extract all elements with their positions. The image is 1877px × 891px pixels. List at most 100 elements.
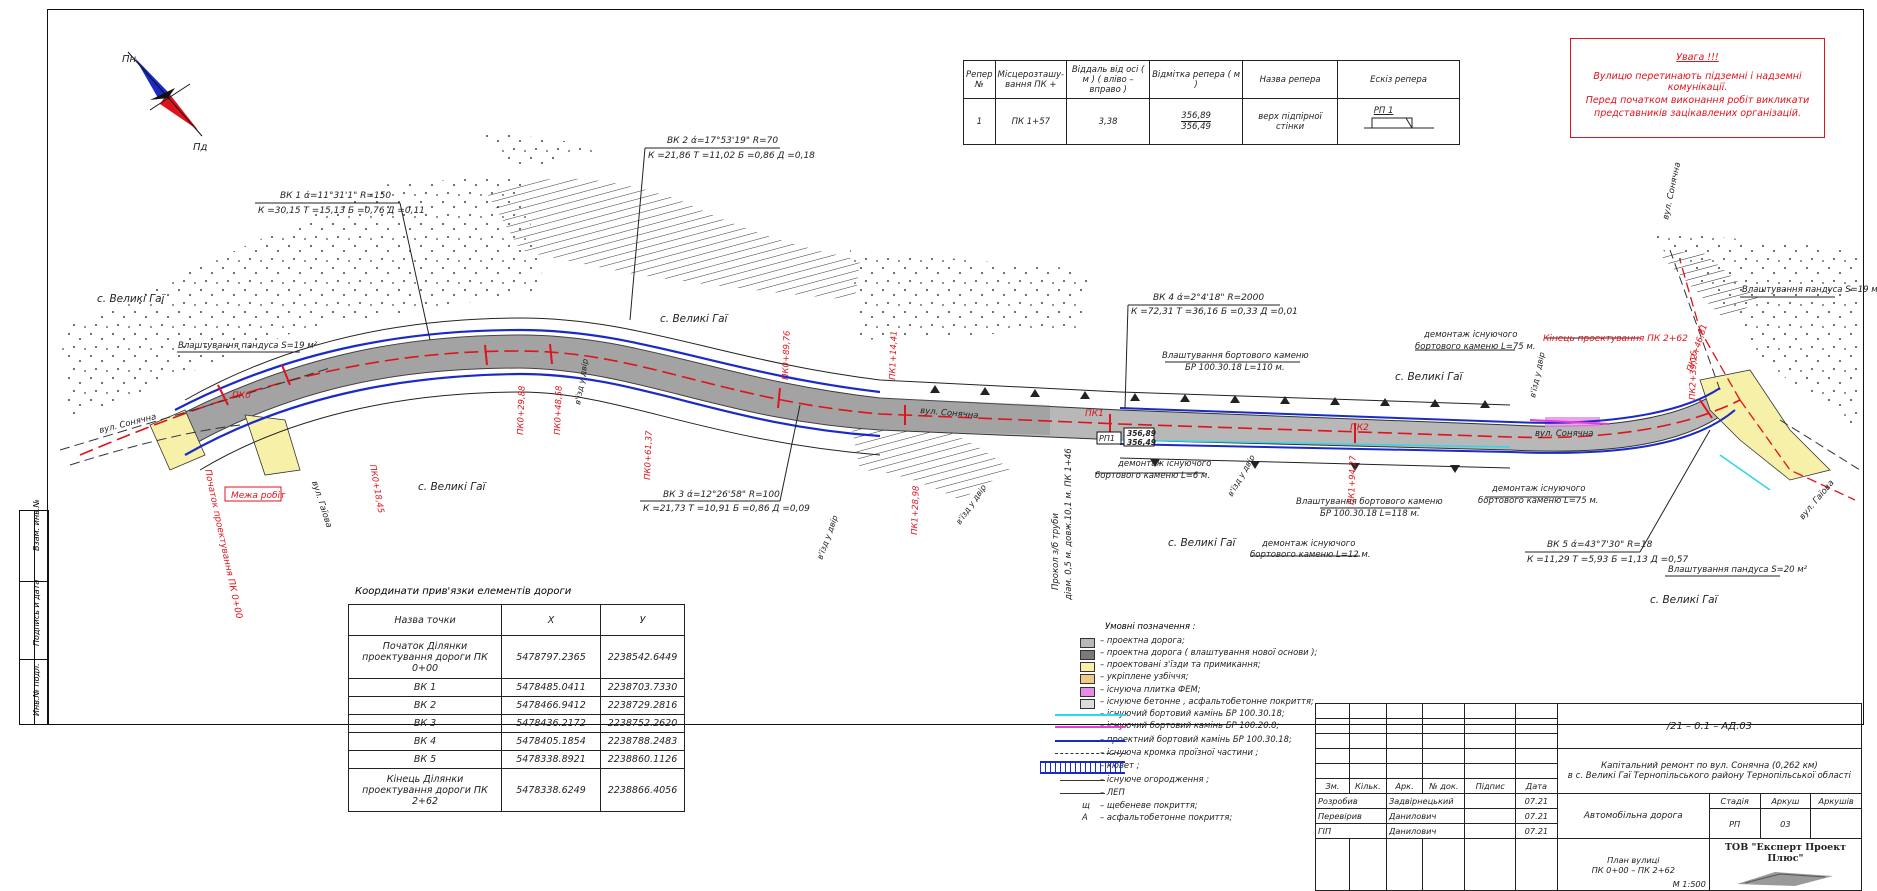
benchmark-box (1096, 431, 1122, 445)
legend-text: – проектний бортовий камінь БР 100.30.18… (1100, 734, 1292, 744)
vk2-line1: ВК 2 ά=17°53'19" R=70 (667, 136, 778, 146)
vk3-line2: К =21,73 Т =10,91 Б =0,86 Д =0,09 (643, 504, 810, 514)
benchmark-table: Репер № Місцерозташу-вання ПК + Віддаль … (963, 60, 1460, 145)
legend-swatch (1080, 687, 1095, 697)
coords-table: Назва точки Х У Початок Ділянки проектув… (348, 604, 685, 812)
pk-label: ПК0+48,58 (553, 385, 565, 435)
person-name: Данилович (1385, 823, 1466, 839)
street-label: вул. Сонячна (98, 412, 157, 436)
legend-item: А – асфальтобетонне покриття; (1080, 812, 1232, 822)
object-name: Капітальний ремонт по вул. Сонячна (0,26… (1556, 748, 1863, 794)
street-label: вул. Гаїова (309, 480, 334, 529)
legend-item: щ– щебеневе покриття; (1080, 800, 1198, 810)
curb-install-label: БР 100.30.18 L=118 м. (1320, 509, 1420, 519)
legend-swatch (1055, 726, 1125, 728)
warning-text: представників зацікавлених організацій. (1594, 108, 1801, 119)
legend-text: – щебеневе покриття; (1100, 800, 1198, 810)
role-label: Розробив (1315, 793, 1387, 809)
demolish-label: демонтаж існуючого (1261, 539, 1355, 549)
warning-title: Увага !!! (1676, 52, 1719, 63)
benchmark-marks (1123, 427, 1155, 447)
yard-entry-label: в'їзд у двір (815, 514, 839, 561)
legend-swatch (1040, 761, 1125, 774)
legend-item: – ЛЕП (1060, 787, 1125, 797)
stage-value: 03 (1759, 808, 1812, 839)
bench-header: Відмітка репера ( м ) (1149, 60, 1244, 99)
demolish-label: бортового каменю L=75 м. (1415, 342, 1535, 352)
legend-item: – кювет ; (1040, 760, 1139, 774)
legend-text: – проектна дорога ( влаштування нової ос… (1100, 647, 1318, 657)
end-project-label: Кінець проектування ПК 2+62 (1543, 334, 1688, 344)
south-label: Пд (193, 142, 208, 153)
bench-mark-bottom: 356,49 (1181, 122, 1211, 132)
table-row: ВК 2 5478466.9412 2238729.2816 (348, 696, 685, 715)
vk1-line2: К =30,15 Т =15,13 Б =0,76 Д =0,11 (258, 206, 425, 216)
legend-text: – існуюча плитка ФЕМ; (1100, 684, 1201, 694)
sheet-title-1: План вулиці (1607, 854, 1660, 865)
pk-label: ПК1+28,98 (910, 485, 922, 535)
coords-cell: 2238866.4056 (600, 768, 685, 812)
table-row: ВК 1 5478485.0411 2238703.7330 (348, 678, 685, 697)
coords-cell: Кінець Ділянки проектування дороги ПК 2+… (348, 768, 502, 812)
object-line-2: в с. Великі Гаї Тернопільського району Т… (1567, 771, 1851, 781)
drawing-code: /21 – 0.1 – АД.03 (1556, 703, 1863, 749)
coords-cell: 5478466.9412 (501, 696, 601, 715)
vk3-line1: ВК 3 ά=12°26'58" R=100 (663, 490, 780, 500)
stage-header: Аркуш (1759, 793, 1812, 809)
road-surface (59, 249, 1861, 501)
col-label: Підпис (1464, 778, 1517, 794)
legend-text: – асфальтобетонне покриття; (1100, 812, 1233, 822)
legend-swatch (1055, 740, 1125, 742)
demolish-label: демонтаж існуючого (1491, 484, 1585, 494)
legend-item: – існуюча плитка ФЕМ; (1080, 684, 1201, 697)
coords-cell: 2238542.6449 (600, 635, 685, 679)
coords-cell: Початок Ділянки проектування дороги ПК 0… (348, 635, 502, 679)
legend-item: – існуюче огородження ; (1060, 774, 1209, 784)
road-plan: Пн Пд РП1 356,89 356,49 ВК 1 ά=11°31'1" … (59, 51, 1877, 620)
pk-label: ПК0+29,88 (516, 385, 528, 435)
legend-item: – існуюче бетонне , асфальтобетонне покр… (1080, 696, 1314, 709)
legend-swatch: А (1082, 812, 1088, 822)
ramp-label: Влаштування пандуса S=20 м² (1668, 565, 1808, 575)
person-name: Данилович (1385, 808, 1466, 824)
sign-date: 07.21 (1515, 793, 1558, 809)
bench-cell: ПК 1+57 (994, 98, 1068, 145)
legend-swatch (1080, 662, 1095, 672)
bench-header: Віддаль від осі ( м ) ( вліво –вправо ) (1066, 60, 1151, 99)
sheet-frame (47, 9, 1864, 725)
sheet-title: План вулиці ПК 0+00 – ПК 2+62 М 1:500 (1556, 838, 1710, 891)
village-label: с. Великі Гаї (1650, 594, 1720, 606)
col-label: Кільк. (1348, 778, 1387, 794)
coords-cell: 5478797.2365 (501, 635, 601, 679)
title-block-table: /21 – 0.1 – АД.03 Капітальний ремонт по … (1315, 703, 1863, 891)
village-label: с. Великі Гаї (660, 313, 730, 325)
demolish-label: бортового каменю L=75 м. (1478, 496, 1598, 506)
legend-text: – існуюче бетонне , асфальтобетонне покр… (1100, 696, 1314, 706)
coords-cell: ВК 1 (348, 678, 502, 697)
pk-label: ПК1+14,41 (888, 330, 900, 380)
table-row: Кінець Ділянки проектування дороги ПК 2+… (348, 768, 685, 812)
role-label: ГІП (1315, 823, 1387, 839)
legend-item: – проектний бортовий камінь БР 100.30.18… (1055, 734, 1292, 744)
vk5-line2: К =11,29 Т =5,93 Б =1,13 Д =0,57 (1527, 555, 1688, 565)
north-label: Пн (122, 54, 137, 65)
pk-label: ПК0+89,76 (781, 330, 793, 380)
street-label: вул. Сонячна (1535, 429, 1593, 439)
sign-date: 07.21 (1515, 808, 1558, 824)
role-label: Перевірив (1315, 808, 1387, 824)
coords-title: Координати прив'язки елементів дороги (355, 586, 572, 597)
legend-item: – укріплене узбіччя; (1080, 671, 1188, 684)
pk-label: ПК2+39,16 (1688, 350, 1700, 400)
village-label: с. Великі Гаї (1395, 371, 1465, 383)
side-stamp: Взам. инв.№ Подпись и дата Инв.№ подл. (19, 499, 49, 725)
benchmark-tag: РП1 (1099, 434, 1115, 443)
village-label: с. Великі Гаї (97, 293, 167, 305)
leader-lines (177, 147, 1835, 577)
demolish-label: бортового каменю L=6 м. (1095, 471, 1210, 481)
legend-item: – існуюча кромка проїзної частини ; (1055, 747, 1258, 757)
benchmark-mark-2: 356,49 (1127, 438, 1156, 447)
village-label: с. Великі Гаї (1168, 537, 1238, 549)
vk2-line2: К =21,86 Т =11,02 Б =0,86 Д =0,18 (648, 151, 815, 161)
company-logo (1737, 872, 1834, 886)
pk-label: ПК2 (1350, 423, 1369, 433)
